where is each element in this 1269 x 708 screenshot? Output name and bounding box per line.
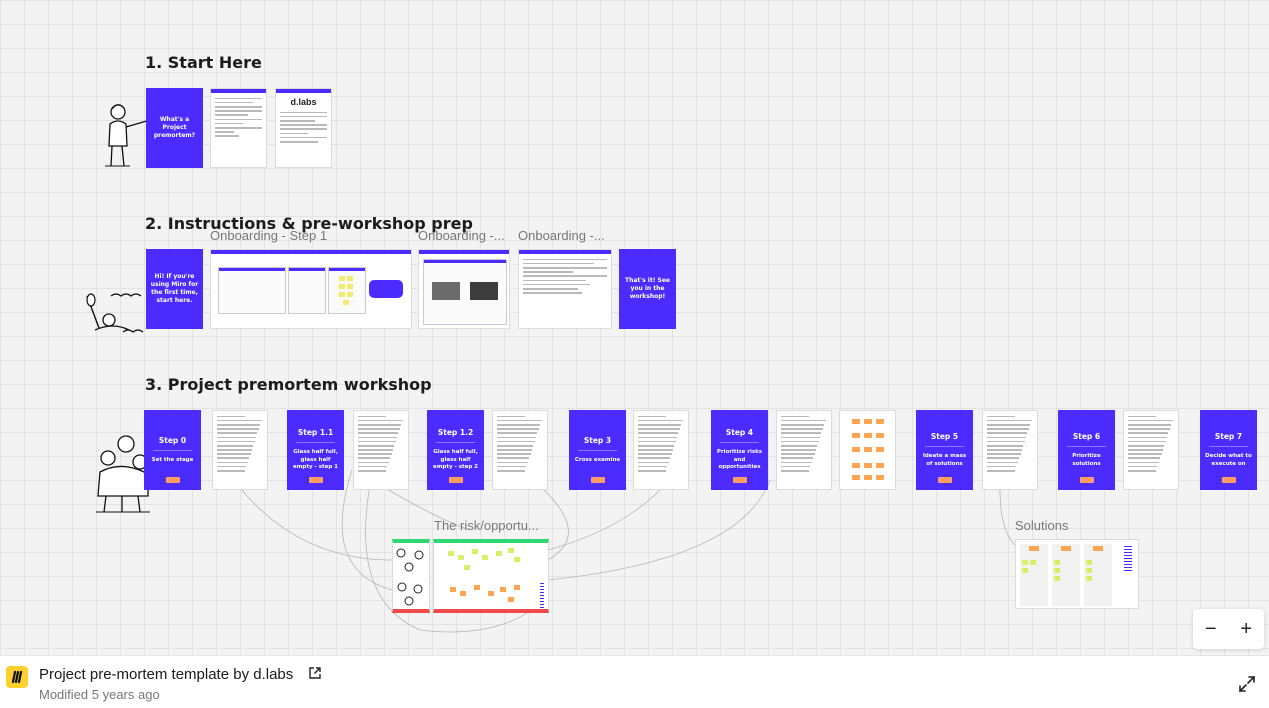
workshop-step-title: Step 4 <box>725 428 754 438</box>
frame-label-risk-opportunity: The risk/opportu... <box>434 518 539 533</box>
card-whats-a-premortem-label: What's a Project premortem? <box>153 115 196 140</box>
board-footer <box>0 655 1269 708</box>
prioritization-board[interactable] <box>839 410 896 490</box>
workshop-step-subtitle: Ideate a mass of solutions <box>922 453 967 467</box>
people-group-icon <box>96 435 150 513</box>
participant-avatars <box>396 548 424 606</box>
card-see-you-in-workshop[interactable]: That's it! See you in the workshop! <box>619 249 676 329</box>
workshop-instructions-card[interactable] <box>633 410 689 490</box>
dlabs-logo: d.labs <box>290 97 317 107</box>
workshop-step-subtitle: Set the stage <box>151 456 194 463</box>
workshop-instructions-card[interactable] <box>776 410 832 490</box>
card-first-time-miro-label: Hi! If you're using Miro for the first t… <box>150 272 199 305</box>
frame-onboarding-step-1[interactable] <box>210 249 412 329</box>
card-first-time-miro[interactable]: Hi! If you're using Miro for the first t… <box>146 249 203 329</box>
card-what-is-premortem-info[interactable] <box>210 88 267 168</box>
workshop-instructions-card[interactable] <box>982 410 1038 490</box>
workshop-step-title: Step 5 <box>930 432 959 442</box>
workshop-step-title: Step 1.1 <box>297 428 334 438</box>
workshop-step-subtitle: Prioritize risks and opportunities <box>716 449 763 471</box>
workshop-step-card[interactable]: Step 0 Set the stage <box>144 410 201 490</box>
workshop-step-title: Step 6 <box>1072 432 1101 442</box>
card-about-dlabs[interactable]: d.labs <box>275 88 332 168</box>
workshop-step-subtitle: Decide what to execute on <box>1205 453 1252 467</box>
frame-label-onboarding-3: Onboarding -... <box>518 228 605 243</box>
fullscreen-icon[interactable] <box>1237 674 1257 694</box>
frame-onboarding-step-2[interactable] <box>418 249 510 329</box>
frame-onboarding-step-3[interactable] <box>518 249 612 329</box>
frame-solutions[interactable] <box>1015 539 1139 609</box>
whiteboard-canvas[interactable]: 1. Start Here 2. Instructions & pre-work… <box>0 0 1269 655</box>
zoom-in-button[interactable]: + <box>1240 618 1253 640</box>
workshop-step-card[interactable]: Step 5 Ideate a mass of solutions <box>916 410 973 490</box>
person-drowning-icon <box>86 293 144 333</box>
section-title-workshop: 3. Project premortem workshop <box>145 375 432 394</box>
board-title[interactable]: Project pre-mortem template by d.labs <box>39 666 294 683</box>
workshop-step-card[interactable]: Step 4 Prioritize risks and opportunities <box>711 410 768 490</box>
frame-label-onboarding-2: Onboarding -... <box>418 228 505 243</box>
workshop-step-subtitle: Glass half full, glass half empty - step… <box>292 449 339 471</box>
workshop-instructions-card[interactable] <box>1123 410 1179 490</box>
workshop-step-title: Step 3 <box>583 435 612 445</box>
frame-label-solutions: Solutions <box>1015 518 1069 533</box>
external-link-icon[interactable] <box>308 666 322 680</box>
workshop-step-title: Step 0 <box>158 435 187 445</box>
section-title-start-here: 1. Start Here <box>145 53 262 72</box>
workshop-step-subtitle: Glass half full, glass half empty - step… <box>432 449 479 471</box>
workshop-step-subtitle: Cross examine <box>574 456 621 463</box>
workshop-step-card[interactable]: Step 6 Prioritize solutions <box>1058 410 1115 490</box>
workshop-instructions-card[interactable] <box>353 410 409 490</box>
frame-label-onboarding-1: Onboarding - Step 1 <box>210 228 328 243</box>
card-whats-a-premortem[interactable]: What's a Project premortem? <box>146 88 203 168</box>
workshop-step-title: Step 7 <box>1214 432 1243 442</box>
workshop-step-card[interactable]: Step 7 Decide what to execute on <box>1200 410 1257 490</box>
section-title-instructions: 2. Instructions & pre-workshop prep <box>145 214 473 233</box>
workshop-instructions-card[interactable] <box>492 410 548 490</box>
connector-lines <box>239 469 1016 633</box>
workshop-step-card[interactable]: Step 3 Cross examine <box>569 410 626 490</box>
frame-participants[interactable] <box>392 539 430 613</box>
workshop-step-subtitle: Prioritize solutions <box>1072 453 1101 467</box>
miro-logo-icon[interactable] <box>6 666 28 688</box>
modified-timestamp: Modified 5 years ago <box>39 687 160 702</box>
frame-risk-opportunity[interactable] <box>433 539 549 613</box>
card-see-you-in-workshop-label: That's it! See you in the workshop! <box>625 276 670 301</box>
zoom-out-button[interactable]: − <box>1204 618 1217 640</box>
workshop-step-title: Step 1.2 <box>437 428 474 438</box>
workshop-instructions-card[interactable] <box>212 410 268 490</box>
zoom-control: − + <box>1193 609 1264 649</box>
